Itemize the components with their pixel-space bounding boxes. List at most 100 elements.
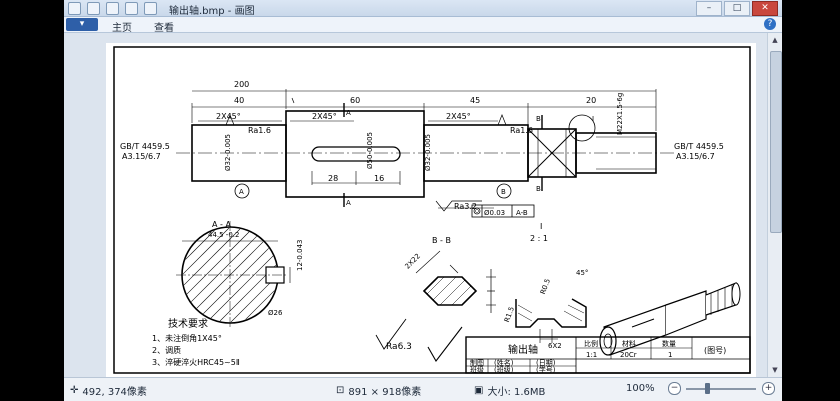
- dim-r05: R0.5: [539, 278, 552, 296]
- dim-60: 60: [350, 96, 360, 105]
- tb-class-name: (班级): [494, 365, 514, 374]
- window-title: 输出轴.bmp - 画图: [169, 6, 255, 17]
- dim-keyway: 2X22: [404, 252, 422, 270]
- keyway-slot: [311, 146, 401, 162]
- tb-drawn-name: (姓名): [494, 358, 514, 367]
- zoom-slider-track[interactable]: [686, 388, 756, 390]
- section-b-top: B: [536, 115, 541, 123]
- tolerance-datum: A-B: [516, 209, 528, 217]
- dim-dia-middle: Ø50-0.005: [366, 132, 374, 169]
- dim-key-length: 28: [328, 174, 338, 183]
- file-menu-button[interactable]: ▾: [66, 18, 98, 31]
- redo-icon[interactable]: [125, 2, 138, 15]
- tech-item-2: 2、调质: [152, 345, 181, 355]
- file-size-icon: ▣: [474, 385, 484, 396]
- status-bar: ✛ 492, 374像素 ⊡ 891 × 918像素 ▣ 大小: 1.6MB 1…: [64, 377, 782, 401]
- help-icon[interactable]: ?: [764, 18, 776, 30]
- tb-scale-header: 比例: [584, 339, 598, 348]
- engineering-drawing: 200 40 60 45 20 2X45° 2X45° 2X45° 28 16 …: [113, 46, 751, 374]
- roughness-symbol-ra63: [375, 318, 463, 362]
- section-a-a-view: [176, 221, 291, 329]
- dim-40: 40: [234, 96, 244, 105]
- tolerance-value: Ø0.03: [484, 209, 505, 217]
- detail-i-circle: [568, 114, 596, 142]
- detail-i-view: [515, 298, 587, 343]
- file-size: ▣ 大小: 1.6MB: [474, 383, 545, 398]
- tb-class-label: 班级: [470, 365, 484, 374]
- ra-general: Ra6.3: [386, 342, 412, 352]
- image-size-text: 891 × 918像素: [348, 387, 422, 398]
- quick-access-toolbar: [68, 2, 157, 15]
- datum-a-marker: [234, 183, 250, 199]
- undo-icon[interactable]: [106, 2, 119, 15]
- cursor-position-text: 492, 374像素: [82, 387, 147, 398]
- datum-a-label: A: [239, 188, 244, 196]
- section-aa-title: A - A: [212, 220, 231, 229]
- part-name: 输出轴: [508, 343, 538, 356]
- scroll-up-icon[interactable]: ▲: [772, 36, 778, 44]
- minimize-button[interactable]: –: [696, 1, 722, 16]
- detail-i-title: I: [540, 222, 542, 231]
- tb-scale-value: 1:1: [586, 351, 597, 359]
- paint-window: 输出轴.bmp - 画图 – □ ✕ ▾ 主页 查看 ?: [64, 0, 782, 401]
- zoom-slider-handle[interactable]: [705, 383, 710, 394]
- window-controls: – □ ✕: [696, 1, 778, 16]
- tb-qty-value: 1: [668, 351, 672, 359]
- close-button[interactable]: ✕: [752, 1, 778, 16]
- dim-chamfer-right: 2X45°: [446, 112, 471, 121]
- canvas-area[interactable]: 200 40 60 45 20 2X45° 2X45° 2X45° 28 16 …: [64, 33, 768, 377]
- maximize-button[interactable]: □: [724, 1, 750, 16]
- title-block: [465, 336, 751, 374]
- center-hole-right-size: A3.15/6.7: [676, 152, 715, 161]
- tb-student-no: (学号): [536, 365, 556, 374]
- ribbon-tabs: ▾ 主页 查看 ?: [64, 17, 782, 34]
- dim-45: 45: [470, 96, 480, 105]
- dim-section-depth: 44.5 -0.2: [208, 231, 239, 239]
- ra-bottom: Ra3.2: [454, 202, 477, 211]
- scroll-down-icon[interactable]: ▼: [772, 366, 778, 374]
- shaft-thread-section: [575, 132, 657, 174]
- dim-section-width: 12-0.043: [296, 240, 304, 271]
- section-bb-title: B - B: [432, 236, 451, 245]
- zoom-in-button[interactable]: +: [762, 382, 775, 395]
- cursor-icon: ✛: [70, 385, 79, 396]
- section-a-bottom: A: [346, 199, 351, 207]
- detail-i-scale: 2 : 1: [530, 234, 548, 243]
- 3d-shaft-illustration: [599, 282, 741, 356]
- tb-material-value: 20Cr: [620, 351, 637, 359]
- section-b-bottom: B: [536, 185, 541, 193]
- image-dimensions: ⊡ 891 × 918像素: [336, 383, 421, 398]
- drawing-image[interactable]: 200 40 60 45 20 2X45° 2X45° 2X45° 28 16 …: [106, 43, 756, 377]
- customize-toolbar-icon[interactable]: [144, 2, 157, 15]
- zoom-out-button[interactable]: −: [668, 382, 681, 395]
- zoom-level: 100%: [626, 383, 655, 394]
- dim-total-200: 200: [234, 80, 249, 89]
- scrollbar-thumb[interactable]: [770, 51, 782, 233]
- save-icon[interactable]: [87, 2, 100, 15]
- tech-item-3: 3、淬硬淬火HRC45~5Ⅱ: [152, 357, 240, 367]
- section-a-top: A: [346, 109, 351, 117]
- ra-left: Ra1.6: [248, 126, 271, 135]
- dim-undercut: 6X2: [548, 342, 562, 350]
- tolerance-frame: [471, 204, 535, 218]
- paint-app-icon[interactable]: [68, 2, 81, 15]
- drawing-border: [113, 46, 751, 374]
- datum-b-marker: [496, 183, 512, 199]
- vertical-scrollbar[interactable]: ▲ ▼: [767, 33, 782, 377]
- center-hole-left-std: GB/T 4459.5: [120, 142, 170, 151]
- detail-i-marker: I: [592, 115, 594, 123]
- title-bar: 输出轴.bmp - 画图 – □ ✕: [64, 0, 782, 17]
- shaft-middle-section: [285, 110, 425, 198]
- tab-view[interactable]: 查看: [154, 23, 174, 34]
- tb-drawn-label: 制图: [470, 358, 484, 367]
- dim-dia-left: Ø32-0.005: [224, 134, 232, 171]
- dim-thread: M22X1.5-6g: [616, 93, 624, 135]
- dim-chamfer-middle: 2X45°: [312, 112, 337, 121]
- file-size-text: 大小: 1.6MB: [487, 387, 546, 398]
- image-size-icon: ⊡: [336, 385, 345, 396]
- datum-b-label: B: [501, 188, 506, 196]
- tab-home[interactable]: 主页: [112, 23, 132, 34]
- tb-drawn-date: (日期): [536, 359, 556, 367]
- dim-26: Ø26: [268, 309, 283, 317]
- dim-chamfer-left: 2X45°: [216, 112, 241, 121]
